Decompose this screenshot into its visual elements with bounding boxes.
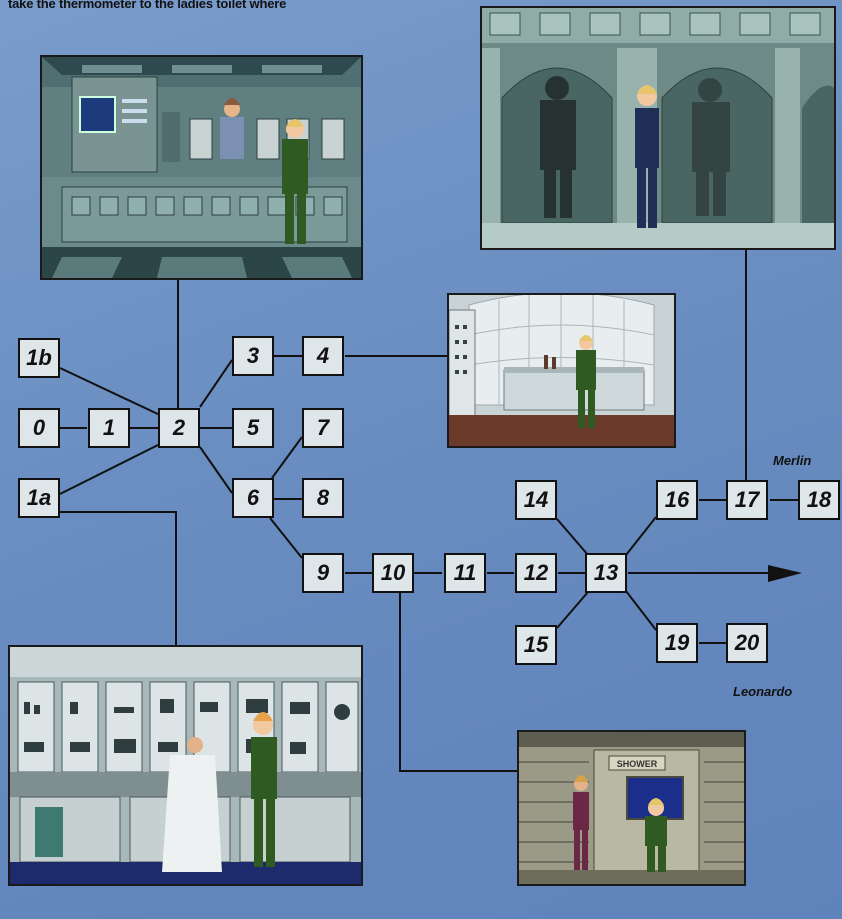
node-4: 4 <box>302 336 344 376</box>
edge-13-16 <box>626 517 656 555</box>
screenshot-statue-hall <box>480 6 836 250</box>
node-18: 18 <box>798 480 840 520</box>
node-13: 13 <box>585 553 627 593</box>
edge-1a-screen <box>60 512 176 645</box>
shower-sign-text: SHOWER <box>617 759 658 769</box>
continue-arrow-head <box>768 565 802 582</box>
node-16: 16 <box>656 480 698 520</box>
node-6: 6 <box>232 478 274 518</box>
node-10: 10 <box>372 553 414 593</box>
edge-14-13 <box>557 519 588 555</box>
edge-13-19 <box>626 591 656 630</box>
edge-2-3 <box>200 360 232 407</box>
edge-15-13 <box>557 592 588 628</box>
node-7: 7 <box>302 408 344 448</box>
edge-2-6 <box>200 447 232 493</box>
node-5: 5 <box>232 408 274 448</box>
node-2: 2 <box>158 408 200 448</box>
label-merlin: Merlin <box>773 453 811 468</box>
node-11: 11 <box>444 553 486 593</box>
node-8: 8 <box>302 478 344 518</box>
node-0: 0 <box>18 408 60 448</box>
screenshot-bar-room <box>447 293 676 448</box>
node-1a: 1a <box>18 478 60 518</box>
screenshot-shower-room: SHOWER <box>517 730 746 886</box>
node-17: 17 <box>726 480 768 520</box>
screenshot-laboratory <box>8 645 363 886</box>
node-1b: 1b <box>18 338 60 378</box>
screenshot-control-room <box>40 55 363 280</box>
edge-6-9 <box>270 518 302 558</box>
label-leonardo: Leonardo <box>733 684 792 699</box>
node-9: 9 <box>302 553 344 593</box>
node-20: 20 <box>726 623 768 663</box>
edge-10-screen <box>400 592 520 771</box>
node-3: 3 <box>232 336 274 376</box>
node-14: 14 <box>515 480 557 520</box>
node-15: 15 <box>515 625 557 665</box>
edge-6-7 <box>272 437 302 478</box>
edge-1a-2 <box>60 444 160 494</box>
node-12: 12 <box>515 553 557 593</box>
node-1: 1 <box>88 408 130 448</box>
node-19: 19 <box>656 623 698 663</box>
